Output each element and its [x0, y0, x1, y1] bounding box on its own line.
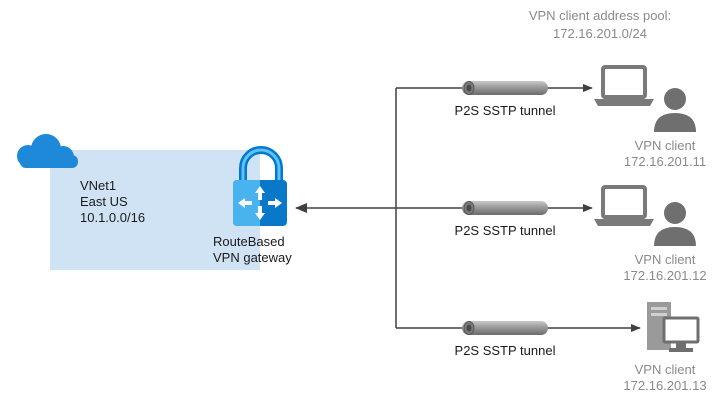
client-ip: 172.16.201.11	[623, 154, 707, 169]
client-label: VPN client	[634, 252, 696, 267]
client-ip: 172.16.201.13	[623, 378, 707, 393]
tunnel-label: P2S SSTP tunnel	[454, 103, 556, 118]
address-pool-value: 172.16.201.0/24	[553, 26, 647, 41]
user-icon	[654, 202, 696, 246]
cloud-icon	[17, 134, 78, 168]
vnet-name: VNet1	[80, 178, 117, 193]
client-label: VPN client	[634, 362, 696, 377]
tunnel-icon	[462, 321, 548, 335]
client-label: VPN client	[634, 138, 696, 153]
tunnel-icon	[462, 81, 548, 95]
address-pool-label: VPN client address pool:	[528, 8, 672, 23]
tunnel-icon	[462, 201, 548, 215]
user-icon	[654, 88, 696, 132]
gateway-name: VPN gateway	[213, 250, 292, 265]
gateway-type: RouteBased	[213, 234, 285, 249]
vnet-address-space: 10.1.0.0/16	[80, 210, 146, 225]
client-ip: 172.16.201.12	[623, 268, 707, 283]
vnet-box	[50, 150, 260, 270]
laptop-icon	[594, 65, 654, 106]
lock-icon	[233, 146, 287, 226]
desktop-computer-icon	[647, 302, 700, 352]
laptop-icon	[594, 185, 654, 226]
tunnel-label: P2S SSTP tunnel	[454, 343, 556, 358]
tunnel-label: P2S SSTP tunnel	[454, 223, 556, 238]
vnet-region: East US	[80, 194, 128, 209]
